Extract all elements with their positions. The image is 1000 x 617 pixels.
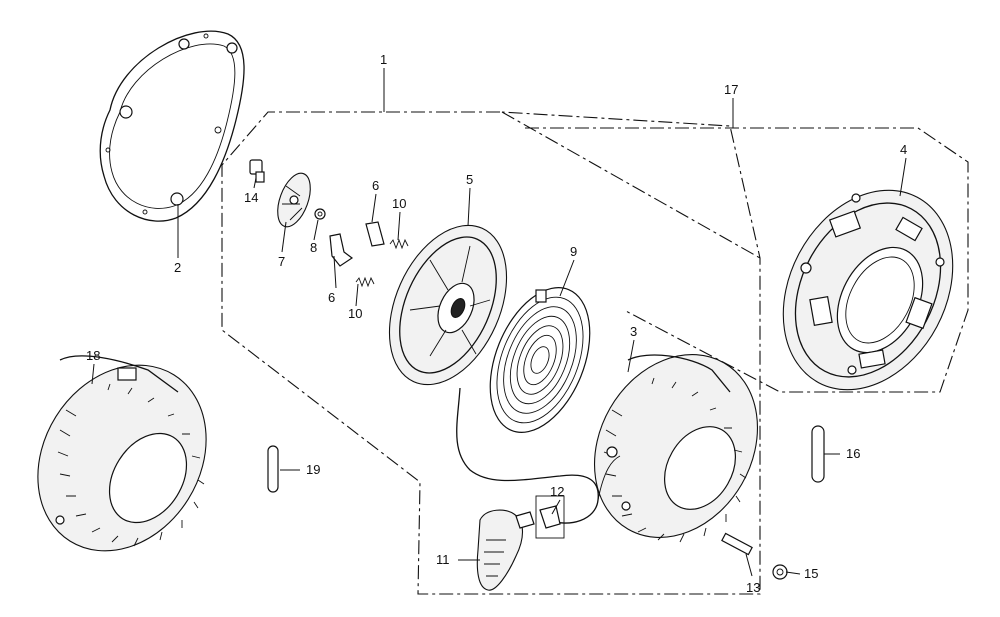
gasket-part-2 <box>99 30 245 222</box>
assembly-boundary-17 <box>221 111 969 595</box>
leader-lines <box>91 68 907 577</box>
callout-2: 2 <box>174 260 181 275</box>
callout-11: 11 <box>436 552 450 567</box>
callout-10-lower: 10 <box>348 306 362 321</box>
callout-7: 7 <box>278 254 285 269</box>
pin-part-16 <box>811 425 825 483</box>
callout-13: 13 <box>746 580 760 595</box>
callout-12: 12 <box>550 484 564 499</box>
outer-cover-part-4 <box>782 189 954 391</box>
starter-rope <box>456 387 621 524</box>
callout-17: 17 <box>724 82 738 97</box>
pawl-part-6-lower <box>329 233 354 267</box>
callout-15: 15 <box>804 566 818 581</box>
washer-part-8 <box>314 208 326 220</box>
callout-19: 19 <box>306 462 320 477</box>
callout-3: 3 <box>630 324 637 339</box>
callout-9: 9 <box>570 244 577 259</box>
callout-1: 1 <box>380 52 387 67</box>
pawl-part-6-upper <box>365 221 385 247</box>
assembly-boundary-1 <box>501 111 761 259</box>
callout-4: 4 <box>900 142 907 157</box>
nut-part-15 <box>772 564 788 580</box>
callout-10-upper: 10 <box>392 196 406 211</box>
callout-18: 18 <box>86 348 100 363</box>
spring-part-9 <box>489 287 591 433</box>
spring-part-10-upper <box>389 238 409 250</box>
ratchet-part-7 <box>277 172 311 228</box>
callout-14: 14 <box>244 190 258 205</box>
pin-part-13 <box>721 532 753 556</box>
spring-part-10-lower <box>355 276 375 288</box>
callout-8: 8 <box>310 240 317 255</box>
callout-labels: 1 17 2 4 3 5 9 6 10 6 10 7 8 14 12 11 13… <box>86 52 907 595</box>
callout-16: 16 <box>846 446 860 461</box>
handle-part-11 <box>476 509 535 591</box>
bolt-part-14 <box>249 159 265 183</box>
starter-case-part-18 <box>37 355 207 552</box>
callout-6-upper: 6 <box>372 178 379 193</box>
starter-case-part-3 <box>593 354 759 543</box>
callout-5: 5 <box>466 172 473 187</box>
callout-6-lower: 6 <box>328 290 335 305</box>
rope-knot-part-12 <box>535 495 565 539</box>
pin-part-19 <box>267 445 279 493</box>
reel-part-5 <box>388 224 508 386</box>
